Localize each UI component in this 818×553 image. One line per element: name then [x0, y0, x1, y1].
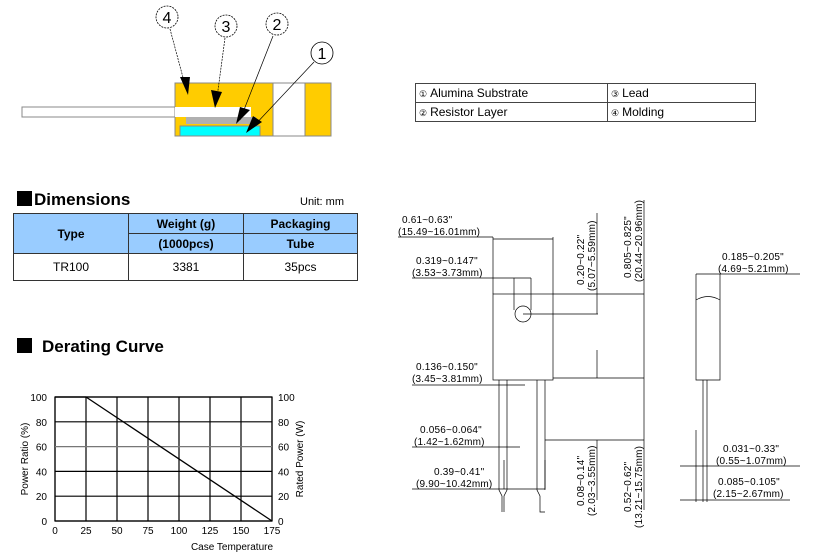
y2-tick-label: 20 — [278, 492, 290, 503]
cell-weight: 3381 — [128, 253, 244, 281]
callout-3: 3 — [222, 19, 231, 36]
legend-num: ④ — [611, 108, 620, 118]
body-outline — [492, 293, 554, 381]
y-tick-label: 100 — [30, 393, 47, 404]
heading-bullet-icon — [17, 338, 32, 353]
y-tick-label: 40 — [36, 467, 48, 478]
header-weight-unit: (1000pcs) — [128, 233, 244, 254]
molding-end-shape — [304, 82, 332, 137]
dim-lead-thick: 0.031~0.33" — [723, 444, 779, 455]
y2-tick-label: 40 — [278, 467, 290, 478]
y2-tick-label: 100 — [278, 393, 295, 404]
header-type: Type — [13, 213, 129, 254]
mechanical-drawing: 0.61~0.63" (15.49~16.01mm) 0.319~0.147" … — [398, 200, 800, 528]
cross-section-diagram: 4 3 2 1 — [21, 5, 334, 137]
x-tick-label: 75 — [142, 526, 154, 537]
cell-packaging: 35pcs — [243, 253, 358, 281]
dim-lead-pitch: 0.39~0.41" — [434, 467, 485, 478]
x-axis-label: Case Temperature — [191, 542, 274, 553]
dim-width-mm: (15.49~16.01mm) — [398, 227, 480, 238]
table-row: TR100 3381 35pcs — [13, 253, 358, 281]
dim-hole: 0.319~0.147" — [416, 256, 478, 267]
legend-label: Molding — [622, 105, 665, 119]
dim-height: 0.805~0.825" — [623, 216, 634, 278]
dim-lead-length-mm: (13.21~15.75mm) — [634, 446, 645, 528]
dim-lead-width-mm: (1.42~1.62mm) — [414, 437, 485, 448]
x-tick-label: 175 — [264, 526, 281, 537]
dim-hole-pos-mm: (5.07~5.59mm) — [587, 220, 598, 291]
derating-heading: Derating Curve — [17, 337, 164, 357]
dim-height-mm: (20.44~20.96mm) — [634, 200, 645, 282]
dim-width: 0.61~0.63" — [402, 215, 453, 226]
legend-label: Lead — [622, 86, 649, 100]
dim-hole-pos: 0.20~0.22" — [576, 234, 587, 285]
derating-title: Derating Curve — [42, 337, 164, 356]
x-tick-label: 100 — [171, 526, 188, 537]
cell-type: TR100 — [13, 253, 129, 281]
dim-hole-mm: (3.53~3.73mm) — [412, 268, 483, 279]
x-tick-label: 125 — [202, 526, 219, 537]
lead-inner-shape — [175, 107, 251, 117]
resistor-layer-shape — [186, 117, 256, 124]
y-tick-label: 60 — [36, 443, 48, 454]
x-tick-label: 150 — [233, 526, 250, 537]
header-weight: Weight (g) — [128, 213, 244, 234]
dim-lead-shoulder: 0.08~0.14" — [576, 455, 587, 506]
y-tick-label: 0 — [41, 517, 47, 528]
dim-lead-pitch-mm: (9.90~10.42mm) — [416, 479, 492, 490]
plot-frame — [54, 396, 273, 522]
legend-label: Resistor Layer — [430, 105, 508, 119]
dim-lead-offset: 0.136~0.150" — [416, 362, 478, 373]
side-body — [695, 294, 721, 381]
header-packaging: Packaging — [243, 213, 358, 234]
callout-2: 2 — [273, 17, 282, 34]
dimensions-heading: Dimensions — [17, 190, 130, 210]
x-tick-label: 50 — [111, 526, 123, 537]
dim-lead-side-mm: (2.15~2.67mm) — [713, 489, 784, 500]
x-tick-label: 25 — [80, 526, 92, 537]
legend-num: ① — [419, 89, 428, 99]
lead-shape — [21, 106, 183, 118]
dim-lead-side: 0.085~0.105" — [718, 477, 780, 488]
lead-left — [498, 380, 508, 512]
y2-tick-label: 60 — [278, 443, 290, 454]
y2-tick-label: 0 — [278, 517, 284, 528]
dim-lead-length: 0.52~0.62" — [623, 461, 634, 512]
y2-axis-label: Rated Power (W) — [295, 421, 306, 498]
y2-tick-label: 80 — [278, 418, 290, 429]
unit-label: Unit: mm — [300, 196, 344, 208]
substrate-shape — [179, 125, 261, 137]
callout-4: 4 — [163, 10, 172, 27]
derating-line — [55, 396, 273, 522]
legend-label: Alumina Substrate — [430, 86, 529, 100]
dimensions-table: Type Weight (g) Packaging (1000pcs) Tube… — [13, 213, 358, 281]
dim-lead-offset-mm: (3.45~3.81mm) — [412, 374, 483, 385]
side-lead — [702, 380, 708, 502]
dim-thickness: 0.185~0.205" — [722, 252, 784, 263]
dim-lead-thick-mm: (0.55~1.07mm) — [716, 456, 787, 467]
header-tube: Tube — [243, 233, 358, 254]
y-axis-label: Power Ratio (%) — [20, 423, 31, 496]
y-tick-label: 80 — [36, 418, 48, 429]
y-tick-label: 20 — [36, 492, 48, 503]
gap-shape — [272, 82, 306, 137]
dim-lead-shoulder-mm: (2.03~3.55mm) — [587, 445, 598, 516]
dim-lead-width: 0.056~0.064" — [420, 425, 482, 436]
heading-bullet-icon — [17, 191, 32, 206]
x-tick-label: 0 — [52, 526, 58, 537]
legend-num: ② — [419, 108, 428, 118]
dimensions-title: Dimensions — [34, 190, 131, 209]
callout-1: 1 — [318, 46, 327, 63]
lead-right — [536, 380, 546, 513]
dim-thickness-mm: (4.69~5.21mm) — [718, 264, 789, 275]
legend-num: ③ — [611, 89, 620, 99]
